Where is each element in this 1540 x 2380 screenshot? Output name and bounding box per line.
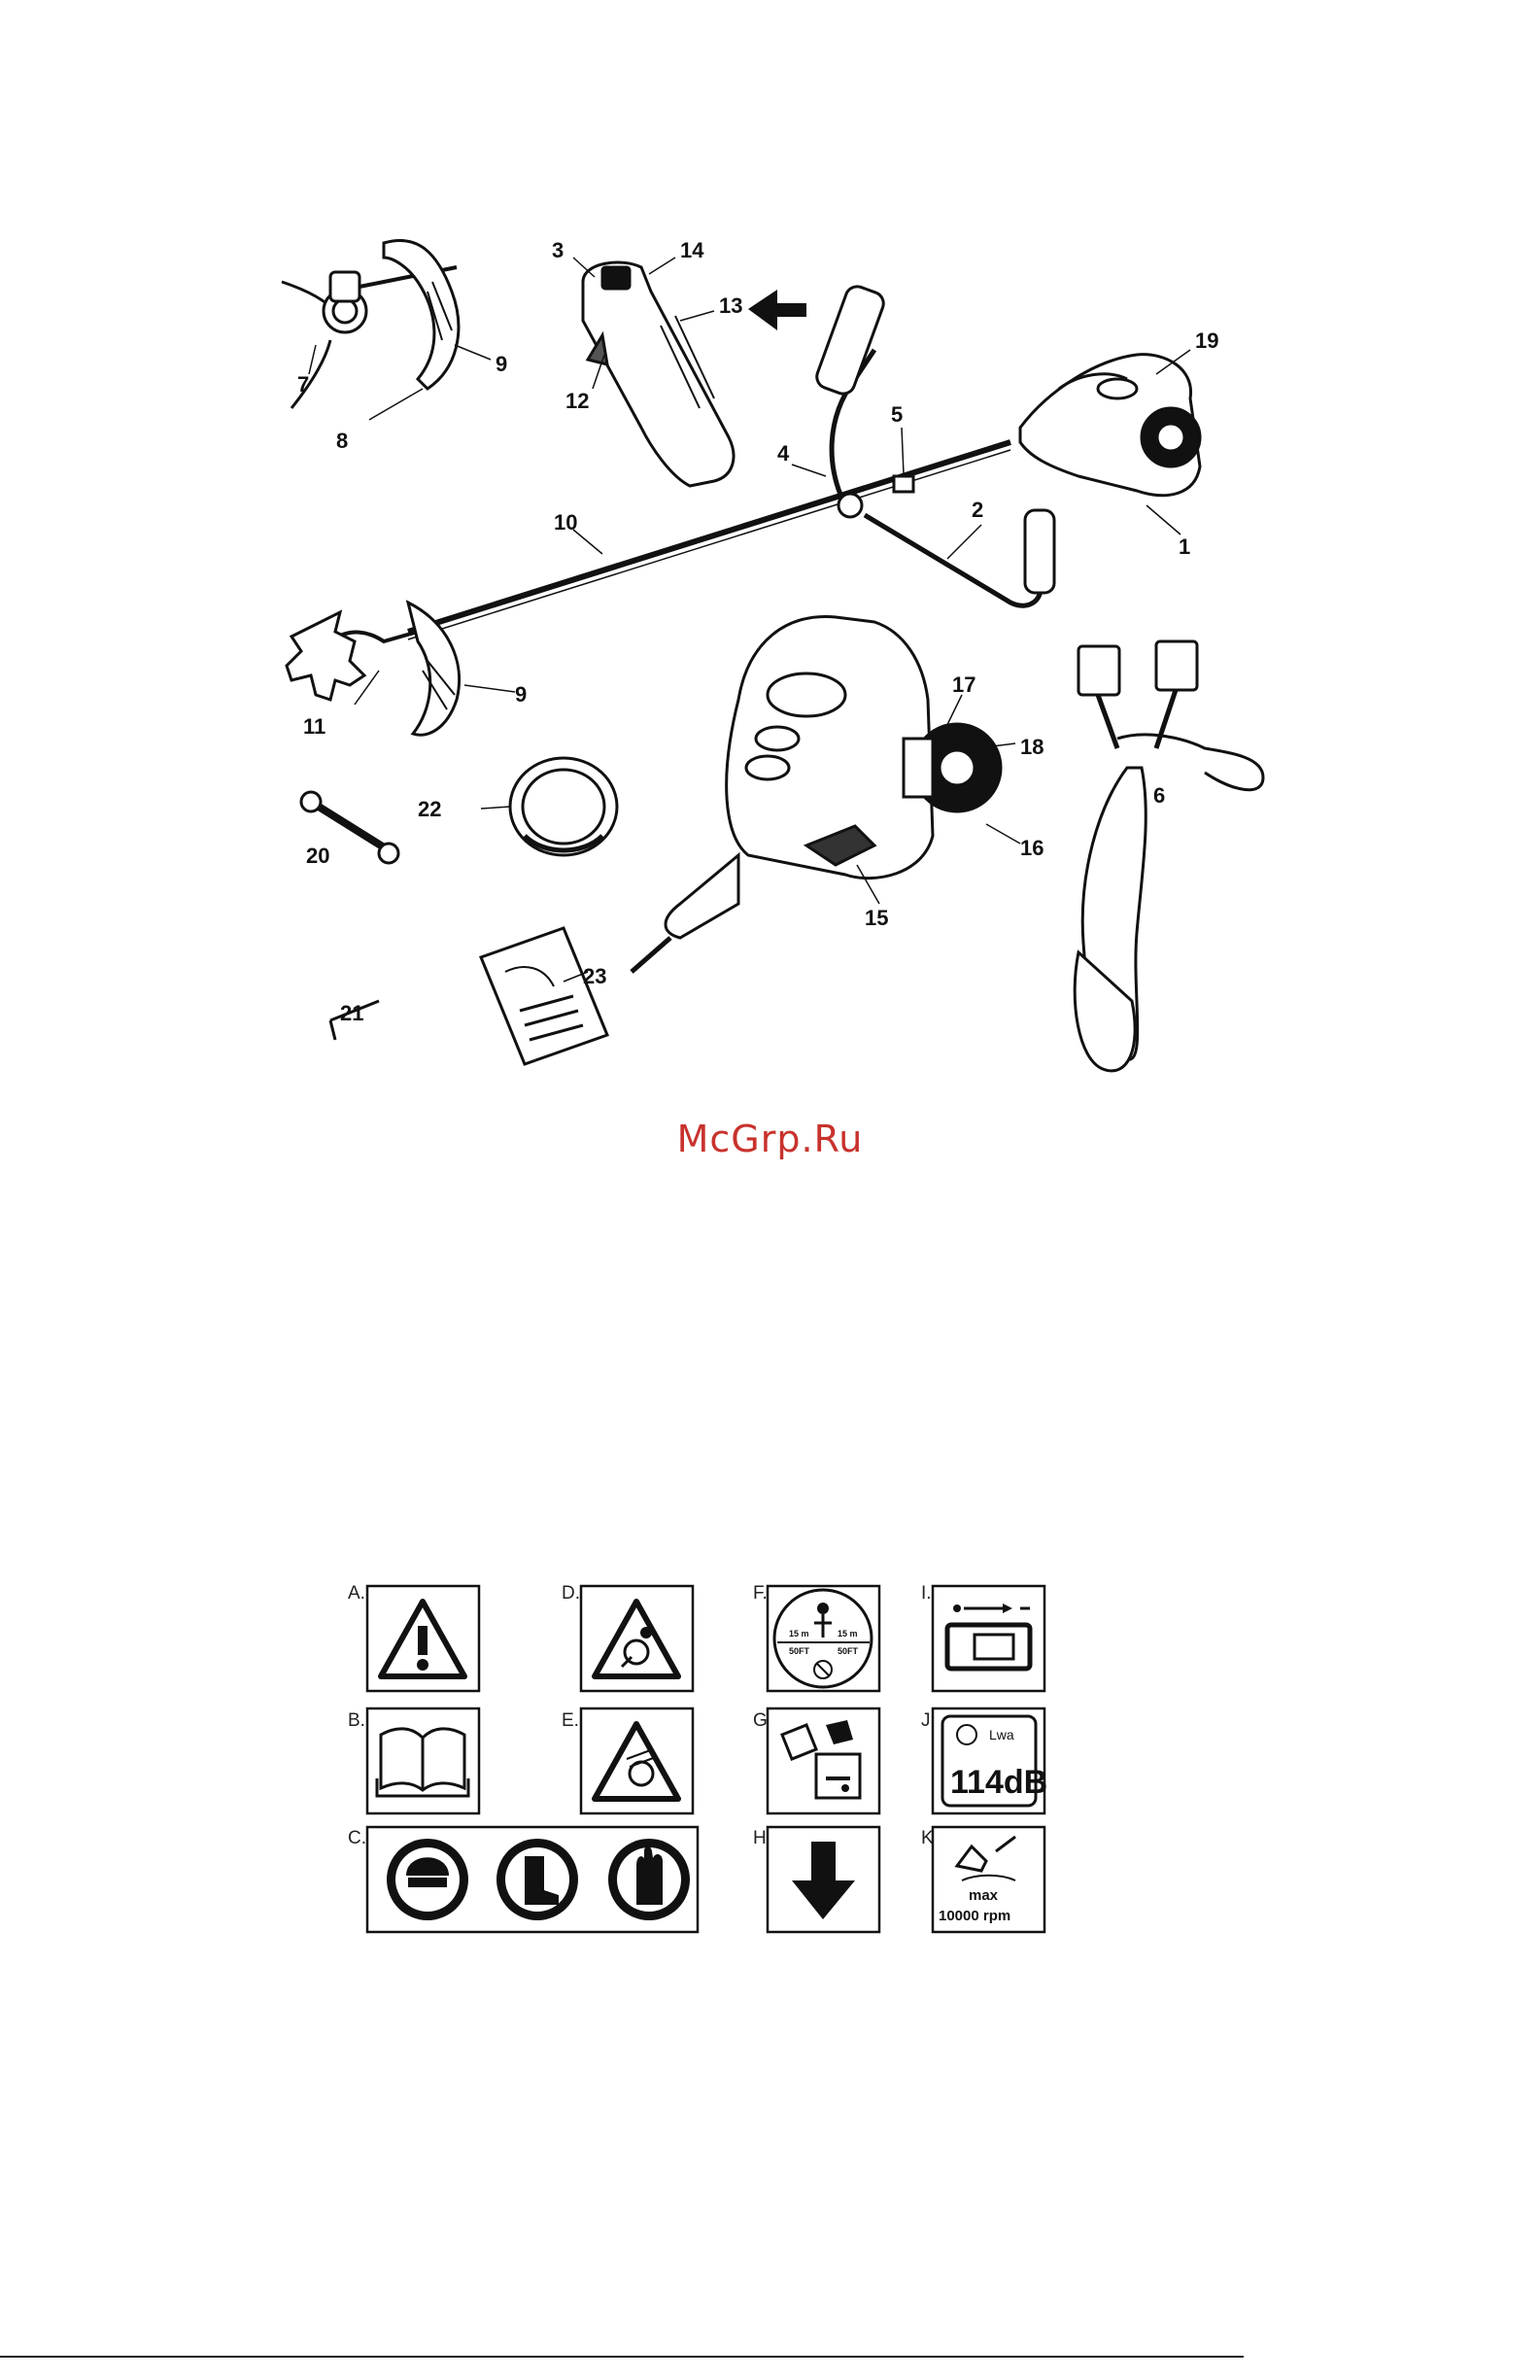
j-db-value: 114dB xyxy=(950,1764,1047,1801)
safety-symbols-grid: A. B. C. D. E. F. G. H. I. J. K. xyxy=(348,1583,1047,1932)
part-label-12: 12 xyxy=(565,389,589,413)
part-label-17: 17 xyxy=(952,673,975,697)
symbol-k-max-rpm: max 10000 rpm xyxy=(933,1827,1044,1932)
part-label-18: 18 xyxy=(1020,735,1044,759)
part-label-21: 21 xyxy=(340,1001,363,1025)
watermark: McGrp.Ru xyxy=(0,1118,1540,1160)
part-label-6: 6 xyxy=(1153,783,1165,808)
symbol-e-blade-hazard xyxy=(581,1708,693,1813)
part-label-15: 15 xyxy=(865,906,888,930)
throttle-handle-illustration xyxy=(583,262,734,486)
part-label-2: 2 xyxy=(972,498,983,522)
symbol-label-c: C. xyxy=(348,1828,366,1848)
symbol-d-thrown-objects xyxy=(581,1586,693,1691)
symbol-i-stop-switch xyxy=(933,1586,1044,1691)
symbol-label-e: E. xyxy=(562,1710,579,1731)
j-lwa-label: Lwa xyxy=(989,1727,1014,1742)
f-distance-right: 15 m xyxy=(838,1629,858,1638)
part-label-14: 14 xyxy=(680,238,704,262)
symbol-h-down-arrow xyxy=(768,1827,879,1932)
symbol-label-a: A. xyxy=(348,1583,365,1604)
symbol-a-warning xyxy=(367,1586,479,1691)
k-max-label: max xyxy=(969,1887,999,1904)
footer-divider xyxy=(0,2356,1244,2358)
part-label-10: 10 xyxy=(554,510,577,535)
k-rpm-value: 10000 rpm xyxy=(939,1908,1010,1924)
part-label-8: 8 xyxy=(336,429,348,453)
part-label-4: 4 xyxy=(777,441,790,466)
part-label-16: 16 xyxy=(1020,836,1044,860)
symbol-label-f: F. xyxy=(753,1583,768,1604)
part-label-9a: 9 xyxy=(496,352,507,376)
part-label-1: 1 xyxy=(1179,535,1190,559)
part-label-5: 5 xyxy=(891,402,903,427)
arrow-left-icon xyxy=(748,290,806,330)
part-label-19: 19 xyxy=(1195,328,1218,353)
brushcutter-illustration xyxy=(287,283,1200,735)
symbol-label-d: D. xyxy=(562,1583,580,1604)
harness-illustration xyxy=(1075,641,1263,1071)
symbol-label-i: I. xyxy=(921,1583,932,1604)
symbol-b-read-manual xyxy=(367,1708,479,1813)
symbol-j-sound-power: Lwa 114dB xyxy=(933,1708,1047,1813)
f-distance-left: 15 m xyxy=(789,1629,809,1638)
part-label-9b: 9 xyxy=(515,682,527,707)
part-label-13: 13 xyxy=(719,293,742,318)
part-label-7: 7 xyxy=(297,372,309,397)
part-label-20: 20 xyxy=(306,844,329,868)
symbol-g-fuel-mixture xyxy=(768,1708,879,1813)
symbol-c-protective-equipment xyxy=(367,1827,698,1932)
symbol-f-safety-distance: 15 m 15 m 50FT 50FT xyxy=(768,1586,879,1691)
engine-closeup-illustration xyxy=(632,616,1001,972)
f-feet-left: 50FT xyxy=(789,1646,810,1656)
part-label-22: 22 xyxy=(418,797,441,821)
symbol-label-b: B. xyxy=(348,1710,365,1731)
part-label-11: 11 xyxy=(303,714,325,739)
part-label-23: 23 xyxy=(583,964,606,988)
f-feet-right: 50FT xyxy=(838,1646,859,1656)
part-label-3: 3 xyxy=(552,238,564,262)
